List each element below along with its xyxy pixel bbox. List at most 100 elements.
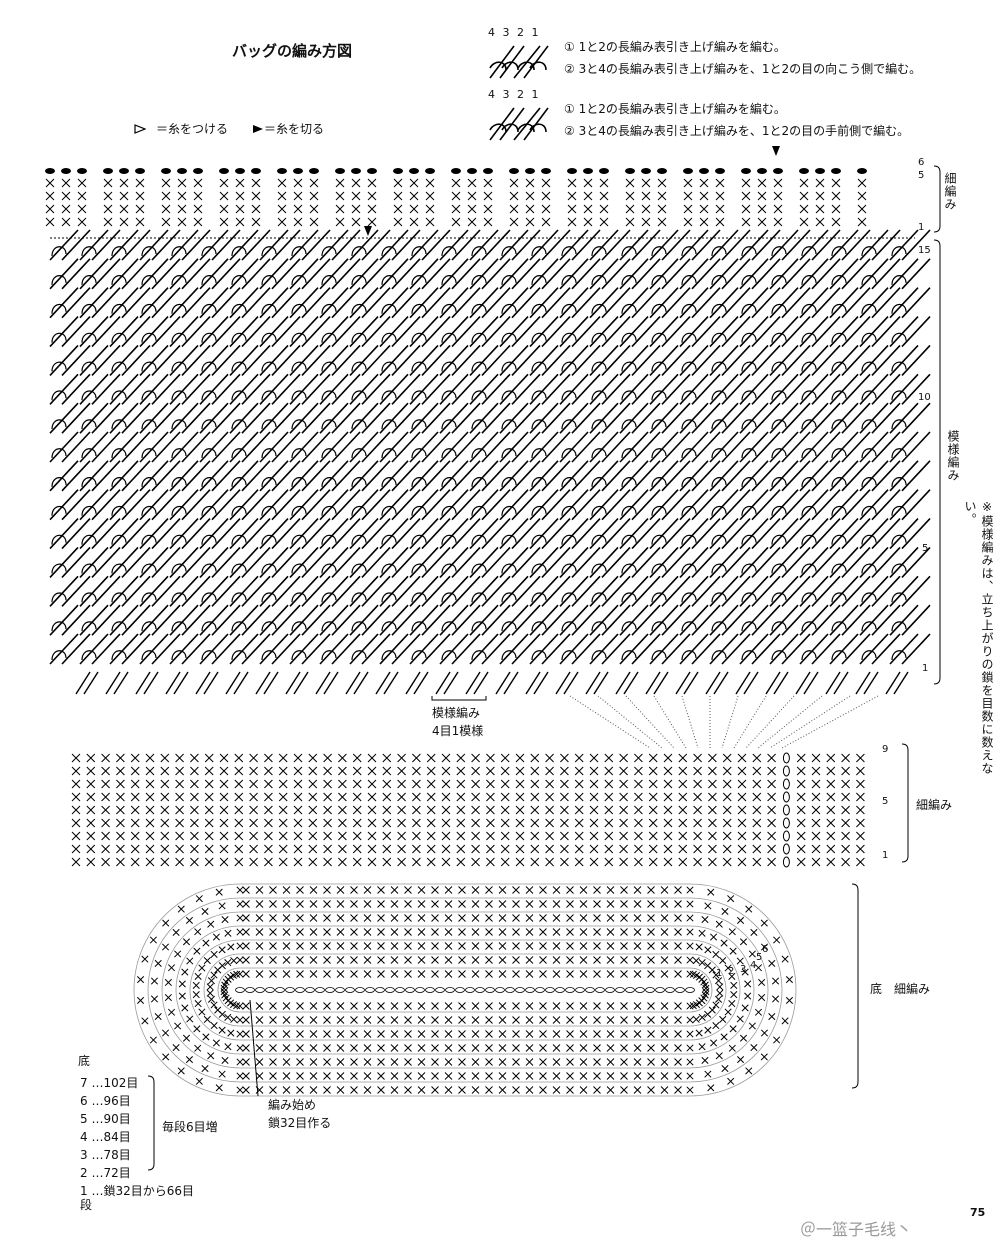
front-post-stitch <box>391 575 421 607</box>
post-stitch-hook <box>471 534 487 545</box>
sc-stitch <box>335 204 345 214</box>
front-post-stitch <box>151 229 181 261</box>
post-stitch-hook <box>261 592 277 603</box>
base-sc-stitch <box>336 928 345 936</box>
base-sc-stitch <box>712 950 720 958</box>
base-sc-stitch <box>377 1002 385 1010</box>
base-sc-stitch <box>758 993 766 1002</box>
front-post-stitch <box>289 287 319 319</box>
sc-stitch <box>175 779 184 789</box>
front-post-stitch <box>601 344 631 376</box>
front-post-stitch <box>439 316 469 348</box>
front-post-stitch <box>811 402 841 434</box>
cross-front-numbers: 4 3 2 1 <box>488 26 541 39</box>
front-post-stitch <box>79 431 109 463</box>
front-post-stitch <box>691 229 721 261</box>
stitch-stem <box>443 671 459 695</box>
front-post-stitch <box>799 258 829 290</box>
front-post-stitch <box>451 373 481 405</box>
base-sc-stitch <box>674 1044 682 1052</box>
base-sc-stitch <box>377 1016 385 1024</box>
base-sc-stitch <box>525 942 534 950</box>
sc-stitch <box>604 792 614 802</box>
base-sc-stitch <box>377 956 385 964</box>
front-post-stitch <box>781 258 811 290</box>
front-post-stitch <box>811 287 841 319</box>
front-post-stitch <box>739 229 769 261</box>
front-post-stitch <box>721 316 751 348</box>
base-sc-stitch <box>741 968 749 976</box>
base-sc-stitch <box>714 977 723 985</box>
post-stitch-hook <box>831 390 847 401</box>
front-post-stitch <box>91 287 121 319</box>
front-post-stitch <box>619 316 649 348</box>
sc-stitch <box>683 204 693 214</box>
front-post-stitch <box>91 373 121 405</box>
front-post-stitch <box>619 402 649 434</box>
base-sc-stitch <box>336 1002 345 1010</box>
front-post-stitch <box>739 604 769 636</box>
sc-stitch <box>367 204 377 214</box>
base-sc-stitch <box>296 928 304 936</box>
base-sc-stitch <box>686 1072 694 1080</box>
base-sc-stitch <box>206 983 214 991</box>
base-sc-stitch <box>255 1016 264 1024</box>
front-post-stitch <box>121 489 151 521</box>
start-chain-label: 鎖32目作る <box>268 1116 332 1130</box>
post-stitch-hook <box>201 246 217 257</box>
sc-stitch <box>589 805 599 815</box>
base-sc-stitch <box>660 970 669 978</box>
base-sc-stitch <box>512 914 520 922</box>
base-sc-stitch <box>404 956 412 964</box>
post-stitch-hook <box>381 621 397 632</box>
chain-dot <box>335 168 345 174</box>
post-stitch-hook <box>441 477 457 487</box>
front-post-stitch <box>319 633 349 665</box>
sc-stitch <box>397 844 406 854</box>
sc-stitch <box>722 792 732 802</box>
post-stitch-hook <box>621 361 637 372</box>
post-stitch-hook <box>471 448 487 459</box>
sc-stitch <box>467 178 477 188</box>
front-post-stitch <box>589 316 619 348</box>
post-stitch-hook <box>831 534 847 545</box>
base-sc-stitch <box>255 1044 264 1052</box>
front-post-stitch <box>121 402 151 434</box>
sc-stitch <box>101 844 110 854</box>
front-post-stitch <box>811 344 841 376</box>
sc-stitch <box>160 792 170 802</box>
front-post-stitch <box>589 402 619 434</box>
front-post-stitch <box>829 431 859 463</box>
sc-stitch <box>826 753 836 763</box>
front-post-stitch <box>679 258 709 290</box>
sc-stitch <box>796 857 806 867</box>
front-post-stitch <box>469 489 499 521</box>
sc-stitch <box>61 217 71 227</box>
sc-stitch <box>530 805 540 815</box>
base-sc-stitch <box>417 1044 426 1052</box>
sc-stitch <box>426 818 436 828</box>
base-sc-stitch <box>552 956 561 964</box>
sc-stitch <box>467 191 477 201</box>
base-sc-stitch <box>728 1044 736 1052</box>
base-sc-stitch <box>498 900 507 908</box>
base-sc-stitch <box>539 1058 547 1066</box>
base-sc-stitch <box>471 942 480 950</box>
sc-stitch <box>796 818 806 828</box>
post-stitch-hook <box>531 390 547 401</box>
base-sc-stitch <box>336 956 345 964</box>
connector-line <box>769 695 851 749</box>
sc-stitch <box>641 178 651 188</box>
post-stitch-hook <box>351 592 367 603</box>
post-stitch-hook <box>171 390 187 401</box>
base-sc-stitch <box>269 928 277 936</box>
base-sc-stitch <box>606 1058 615 1066</box>
front-post-stitch <box>829 344 859 376</box>
base-sc-stitch <box>633 886 642 894</box>
sc-stitch <box>382 805 392 815</box>
front-post-stitch <box>889 431 919 463</box>
base-sc-stitch <box>485 1072 493 1080</box>
front-post-stitch <box>739 344 769 376</box>
front-post-stitch <box>619 229 649 261</box>
post-stitch-hook <box>741 303 757 314</box>
